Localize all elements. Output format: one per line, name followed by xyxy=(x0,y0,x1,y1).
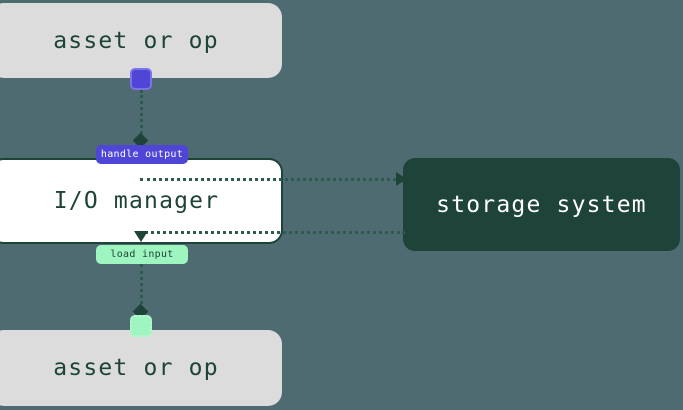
node-label: asset or op xyxy=(53,355,219,381)
output-handle-icon[interactable] xyxy=(130,68,152,90)
triangle-arrowhead-icon xyxy=(134,231,148,242)
node-label: I/O manager xyxy=(53,188,220,214)
node-label: storage system xyxy=(436,191,647,218)
node-storage-system[interactable]: storage system xyxy=(403,158,680,251)
node-io-manager[interactable]: I/O manager xyxy=(0,158,283,244)
triangle-arrowhead-icon xyxy=(396,172,407,186)
node-label: asset or op xyxy=(53,27,219,54)
edge-label-text: load input xyxy=(110,249,174,260)
node-asset-or-op-bottom[interactable]: asset or op xyxy=(0,330,282,406)
edge-label-handle-output[interactable]: handle output xyxy=(96,145,188,164)
input-handle-icon[interactable] xyxy=(130,315,152,337)
edge-segment-horizontal xyxy=(140,231,405,234)
edge-label-load-input[interactable]: load input xyxy=(96,245,188,264)
node-asset-or-op-top[interactable]: asset or op xyxy=(0,3,282,78)
edge-label-text: handle output xyxy=(100,149,184,160)
edge-segment-vertical xyxy=(140,90,143,140)
edge-segment-vertical xyxy=(140,264,143,310)
edge-segment-horizontal xyxy=(140,178,402,181)
